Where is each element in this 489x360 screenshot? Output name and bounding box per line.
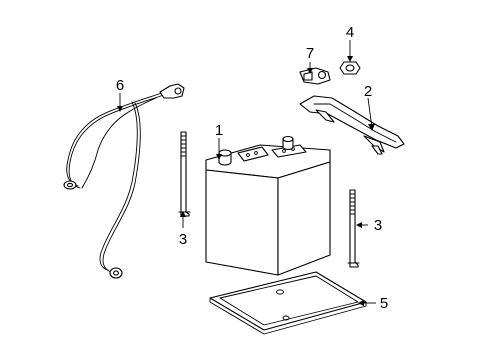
battery-part-1 (205, 135, 331, 276)
arrowhead-4 (347, 56, 353, 62)
arrowhead-5 (358, 300, 364, 306)
hold-down-rod-right-part-3 (347, 189, 360, 268)
hold-down-rod-left-part-3 (178, 131, 191, 217)
leader-lines (117, 40, 376, 306)
arrowhead-3b (356, 222, 362, 228)
callout-2: 2 (364, 83, 372, 100)
battery-cable-part-6 (63, 83, 185, 279)
hold-down-bracket-part-2 (299, 95, 405, 155)
arrowhead-3a (180, 211, 186, 217)
callout-3-left: 3 (179, 231, 187, 248)
arrowhead-6 (117, 106, 123, 112)
arrowhead-7 (307, 68, 313, 74)
callout-labels: 1 2 3 3 4 5 6 7 (116, 24, 388, 312)
callout-6: 6 (116, 77, 124, 94)
arrowhead-1 (216, 154, 222, 160)
callout-7: 7 (306, 45, 314, 62)
battery-tray-part-5 (209, 271, 367, 335)
callout-1: 1 (215, 122, 223, 139)
callout-5: 5 (380, 295, 388, 312)
callout-4: 4 (346, 24, 354, 41)
arrowhead-2 (368, 124, 375, 131)
leader-2 (367, 97, 373, 129)
nut-part-4 (339, 61, 361, 75)
terminal-clamp-part-7 (299, 67, 331, 85)
callout-3-right: 3 (374, 217, 382, 234)
